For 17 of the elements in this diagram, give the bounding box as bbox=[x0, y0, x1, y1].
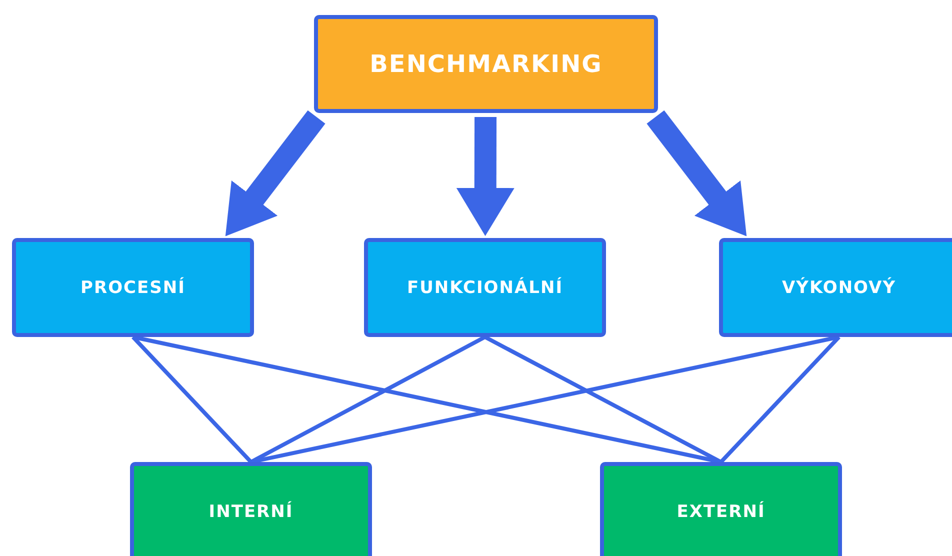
type-box bbox=[600, 462, 842, 556]
block-arrow bbox=[456, 116, 514, 236]
block-arrow bbox=[646, 110, 747, 236]
type-box bbox=[130, 462, 372, 556]
category-box bbox=[719, 238, 952, 337]
category-box bbox=[12, 238, 254, 337]
node-label: PROCESNÍ bbox=[80, 278, 186, 298]
node-label: BENCHMARKING bbox=[370, 50, 602, 78]
connector-line bbox=[720, 336, 840, 464]
connector-line bbox=[132, 336, 252, 464]
node-label: EXTERNÍ bbox=[676, 502, 766, 522]
top-box bbox=[314, 15, 658, 113]
node-label: VÝKONOVÝ bbox=[782, 278, 896, 298]
block-arrow bbox=[225, 110, 326, 236]
category-box bbox=[364, 238, 606, 337]
node-label: FUNKCIONÁLNÍ bbox=[406, 278, 564, 298]
node-label: INTERNÍ bbox=[208, 502, 294, 522]
